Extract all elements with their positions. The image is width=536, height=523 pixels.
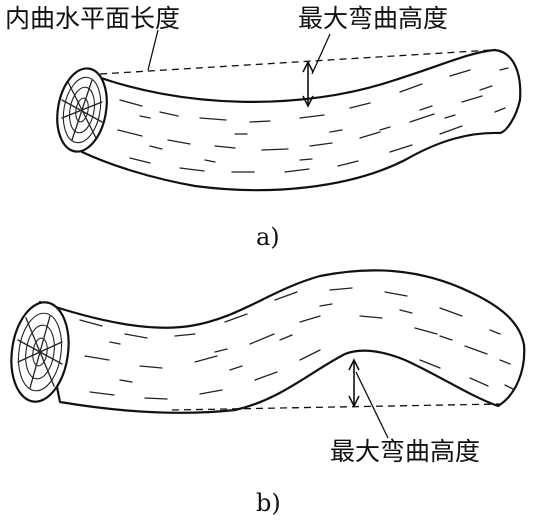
caption-b: b) [256,489,281,517]
figure-b: 最大弯曲高度 b) [10,269,526,517]
max-bend-leader-a [311,33,331,75]
max-bend-arrow-a [302,60,314,108]
inner-length-label: 内曲水平面长度 [5,4,180,33]
log-a-grain [117,67,509,173]
inner-length-reference-line [99,49,493,75]
log-b-grain [79,287,514,400]
max-bend-leader-b [355,371,389,439]
caption-a: a) [256,223,280,251]
log-a-rings [61,76,103,144]
figure-a: 内曲水平面长度 最大弯曲高度 a [5,4,522,251]
max-bend-arrow-b [348,358,360,408]
inner-length-leader [147,29,159,71]
log-b-body [38,269,526,414]
bottom-reference-line [171,403,501,411]
max-bend-height-label-b: 最大弯曲高度 [330,437,480,466]
log-b-rings [17,312,63,392]
max-bend-height-label-a: 最大弯曲高度 [298,4,448,33]
log-a-body [80,48,522,192]
